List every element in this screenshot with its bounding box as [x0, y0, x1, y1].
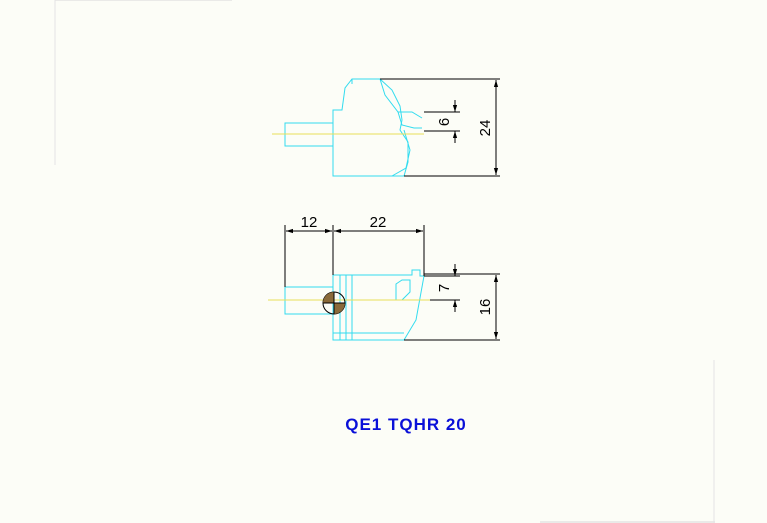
dim-16-label: 16 [477, 299, 494, 316]
side-view: 12 22 16 7 [268, 214, 500, 341]
dim-22-label: 22 [370, 214, 387, 231]
side-view-body [332, 269, 425, 341]
top-view-insert-tip [397, 111, 422, 129]
dim-7-label: 7 [436, 284, 453, 292]
top-view: 24 6 [272, 78, 500, 177]
drawing-caption: QE1 TQHR 20 [345, 415, 467, 434]
coolant-hole-symbol [322, 291, 346, 315]
top-view-flank [391, 129, 411, 177]
top-view-body [332, 78, 409, 177]
dim-24-label: 24 [477, 120, 494, 137]
dim-6-label: 6 [436, 118, 453, 126]
side-view-insert [395, 279, 411, 301]
dim-12-label: 12 [301, 214, 318, 231]
